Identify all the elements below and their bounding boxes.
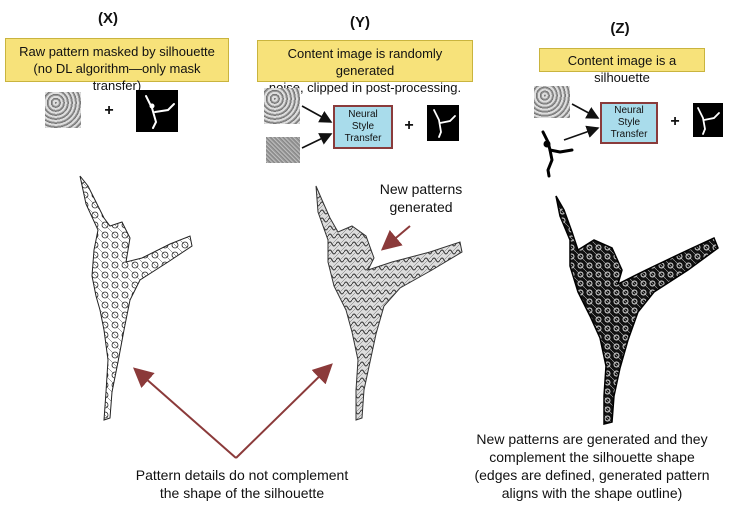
arrow [564, 128, 598, 140]
arrow [572, 104, 598, 118]
arrow [302, 106, 331, 122]
pattern-details-arrow-right [236, 366, 330, 458]
dancer-y-result [316, 186, 462, 420]
new-patterns-arrow [384, 226, 410, 248]
dancer-z-result [556, 196, 718, 424]
dancer-x-result [80, 176, 192, 420]
pattern-details-arrow-left [136, 370, 236, 458]
silhouette-icon [146, 96, 719, 137]
arrow [302, 134, 331, 148]
